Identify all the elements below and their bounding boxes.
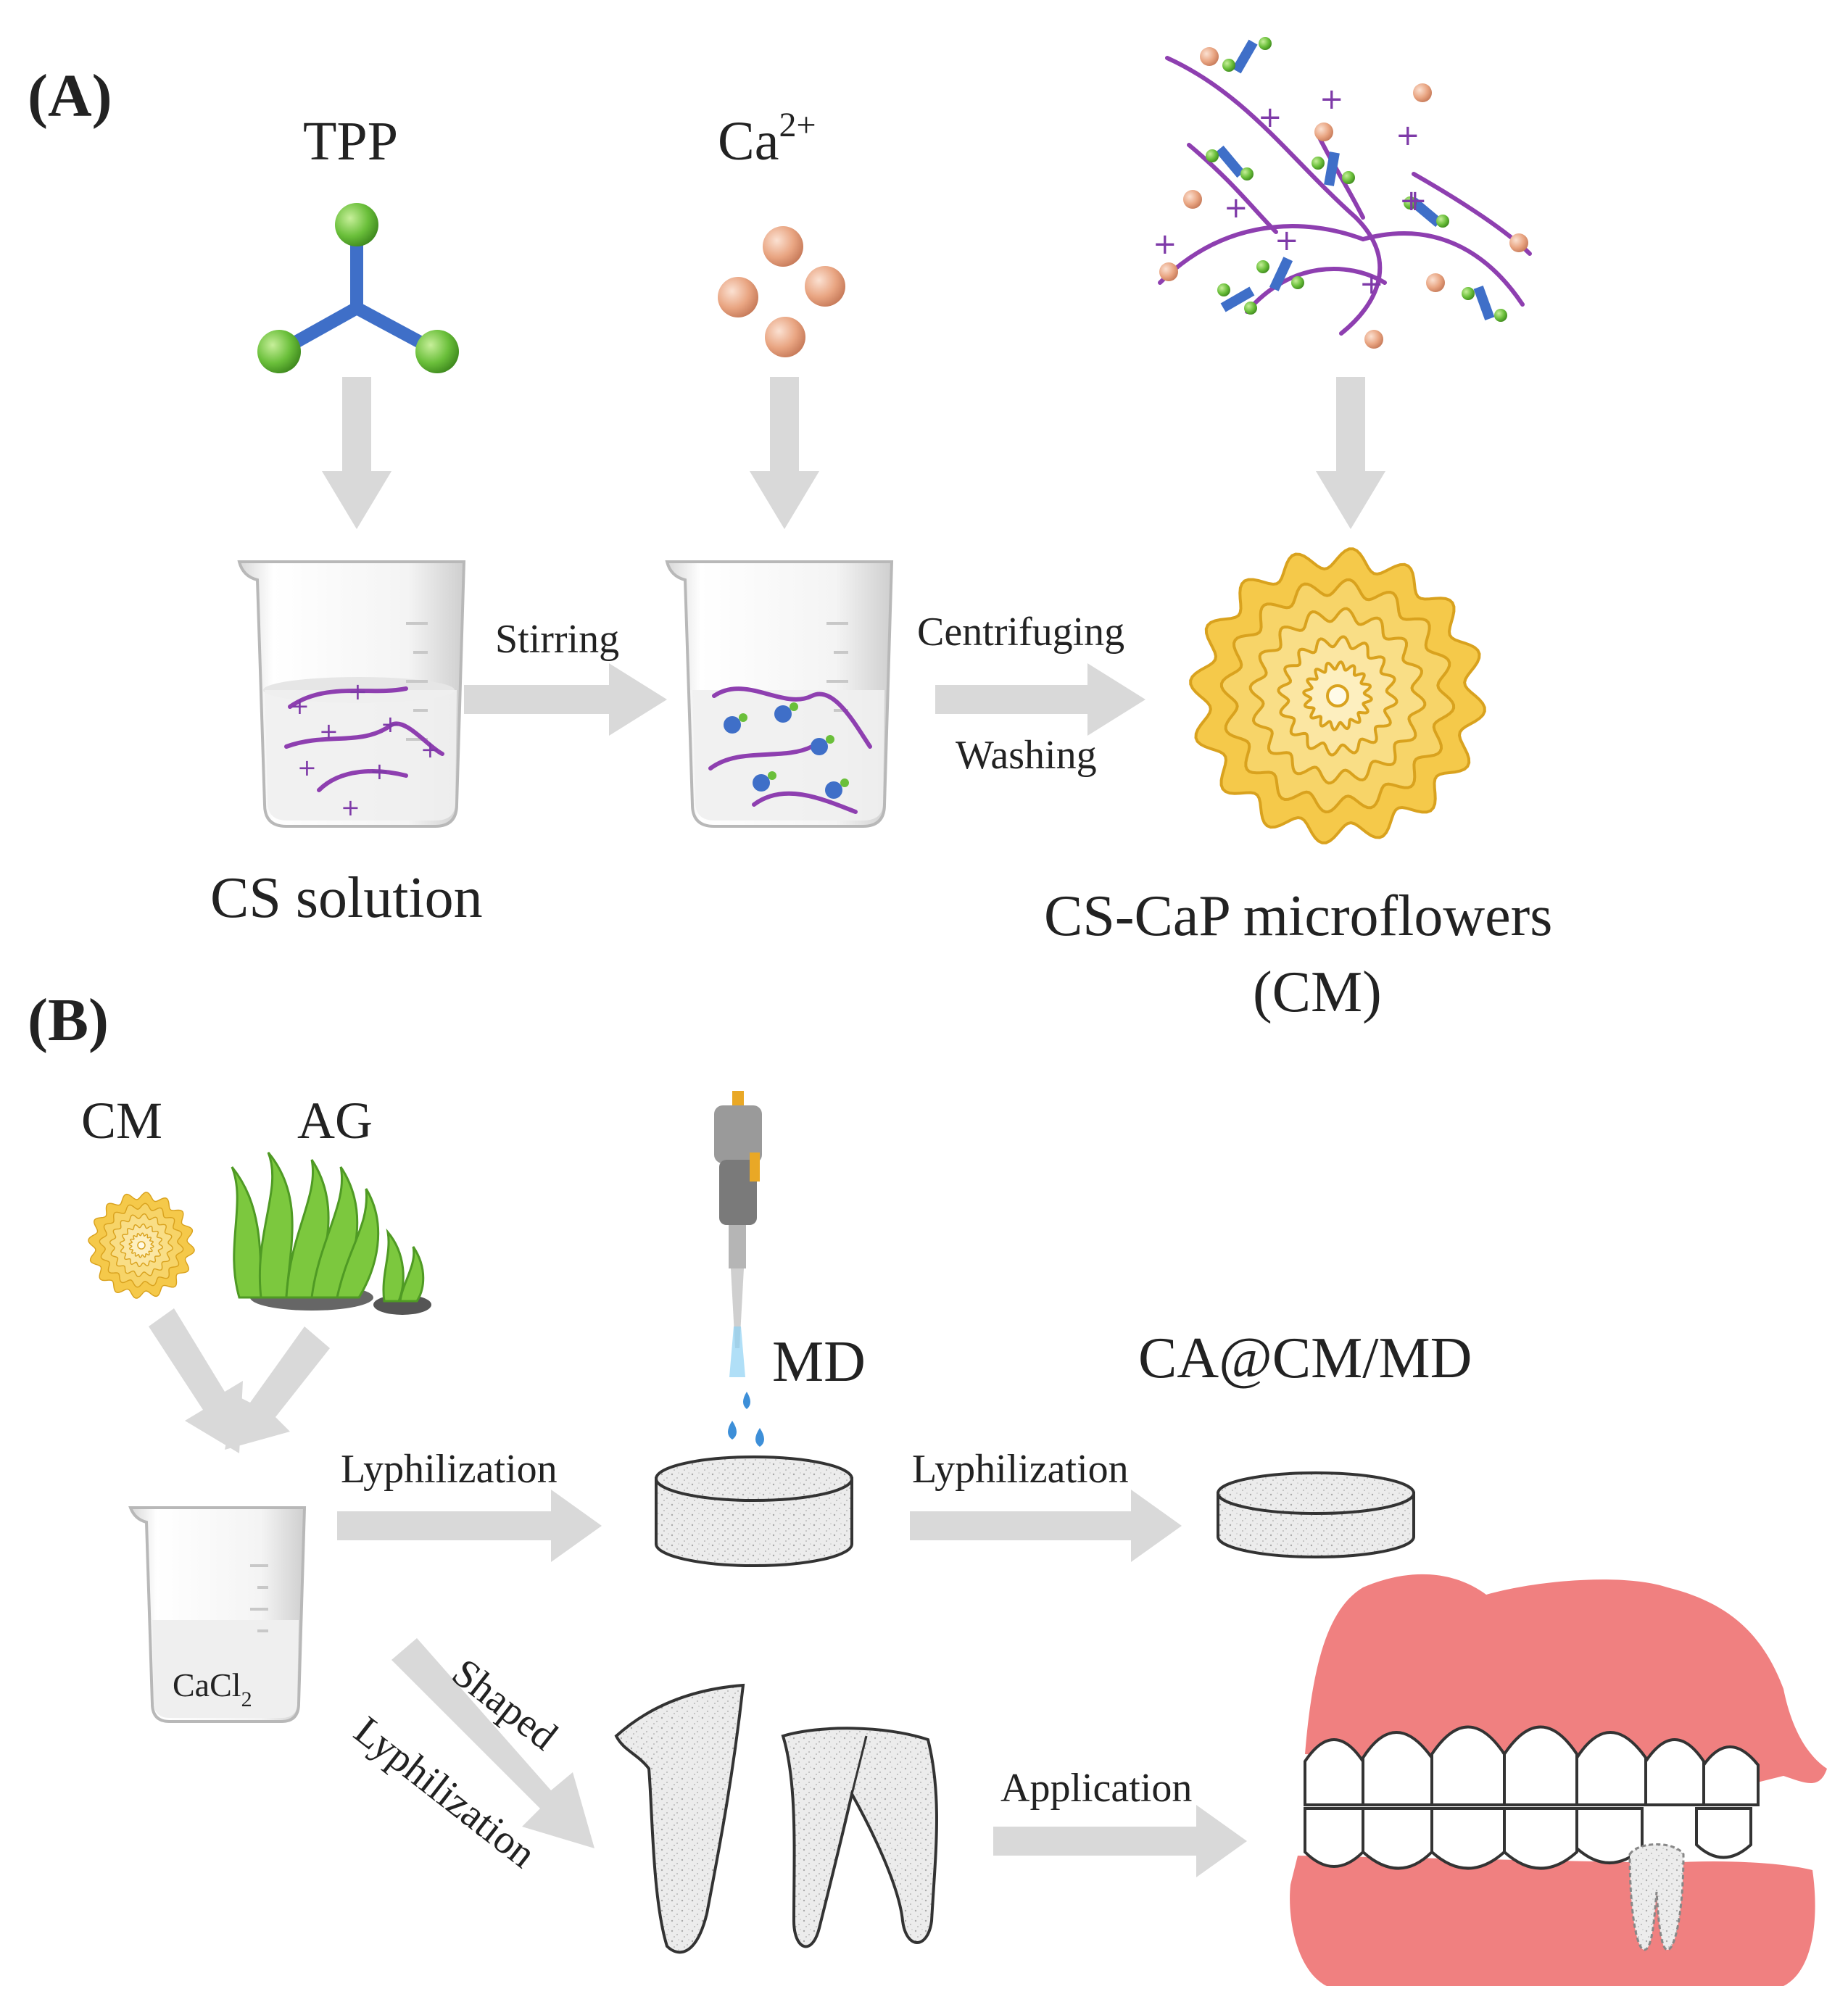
diagonal-arrow (225, 1326, 330, 1450)
calcium-ions-icon (718, 226, 845, 357)
panel-a-label: (A) (28, 62, 112, 130)
application-label: Application (1000, 1766, 1192, 1811)
diagonal-arrow (391, 1638, 594, 1848)
stirring-label: Stirring (495, 617, 619, 662)
down-arrow (322, 377, 391, 529)
tpp-label: TPP (303, 111, 398, 172)
pipette-icon (714, 1091, 764, 1447)
small-microflower-icon (88, 1192, 195, 1299)
svg-text:+: + (1153, 228, 1177, 261)
reaction-beaker-icon (665, 560, 894, 828)
md-label: MD (772, 1330, 866, 1394)
svg-text:+: + (1359, 267, 1384, 301)
svg-text:+: + (319, 718, 339, 745)
panel-b-label: (B) (28, 987, 109, 1054)
down-arrow (750, 377, 819, 529)
svg-text:+: + (370, 757, 389, 785)
dental-model-icon (1290, 1574, 1827, 1986)
cm-abbreviation-label: (CM) (1253, 960, 1382, 1024)
svg-text:+: + (1403, 184, 1428, 217)
cacl2-label: CaCl2 (173, 1666, 252, 1711)
svg-text:+: + (348, 678, 368, 705)
svg-text:+: + (1319, 83, 1344, 116)
svg-text:+: + (297, 754, 317, 781)
svg-text:+: + (1275, 224, 1299, 257)
shaped-scaffold-icon (614, 1683, 938, 1954)
right-arrow (337, 1490, 602, 1562)
down-arrow (1316, 377, 1385, 529)
right-arrow (910, 1490, 1182, 1562)
svg-text:+: + (1258, 101, 1283, 134)
cm-label: CM (81, 1092, 162, 1150)
microflower-icon (1189, 547, 1486, 844)
ca-cm-md-label: CA@CM/MD (1138, 1326, 1472, 1390)
right-arrow (935, 663, 1145, 736)
right-arrow (464, 663, 667, 736)
right-arrow (993, 1805, 1247, 1877)
svg-text:+: + (381, 710, 400, 738)
cacl2-beaker-icon: CaCl2 (128, 1506, 307, 1723)
svg-text:+: + (420, 736, 440, 763)
composite-disk-icon (1217, 1471, 1415, 1558)
microflowers-label: CS-CaP microflowers (1044, 884, 1552, 948)
lyophilization-label-2: Lyphilization (912, 1447, 1129, 1492)
crosslinked-network-icon: ++ ++ ++ ++ + (1153, 37, 1532, 349)
svg-text:+: + (341, 794, 360, 821)
centrifuging-label: Centrifuging (917, 610, 1124, 655)
svg-text:+: + (1224, 191, 1248, 225)
algae-icon (231, 1152, 431, 1315)
calcium-ion-label: Ca2+ (718, 106, 816, 172)
lyophilization-label-1: Lyphilization (341, 1447, 558, 1492)
diagonal-arrow (149, 1308, 243, 1453)
ag-label: AG (297, 1092, 373, 1150)
cs-solution-label: CS solution (210, 866, 483, 930)
svg-text:+: + (1399, 184, 1424, 217)
scaffold-disk-icon (655, 1455, 853, 1567)
tpp-molecule-icon (257, 203, 459, 373)
svg-text:+: + (290, 692, 310, 720)
washing-label: Washing (956, 733, 1097, 778)
svg-text:+: + (1396, 119, 1420, 152)
cs-solution-beaker-icon: ++++++++ (237, 560, 466, 828)
